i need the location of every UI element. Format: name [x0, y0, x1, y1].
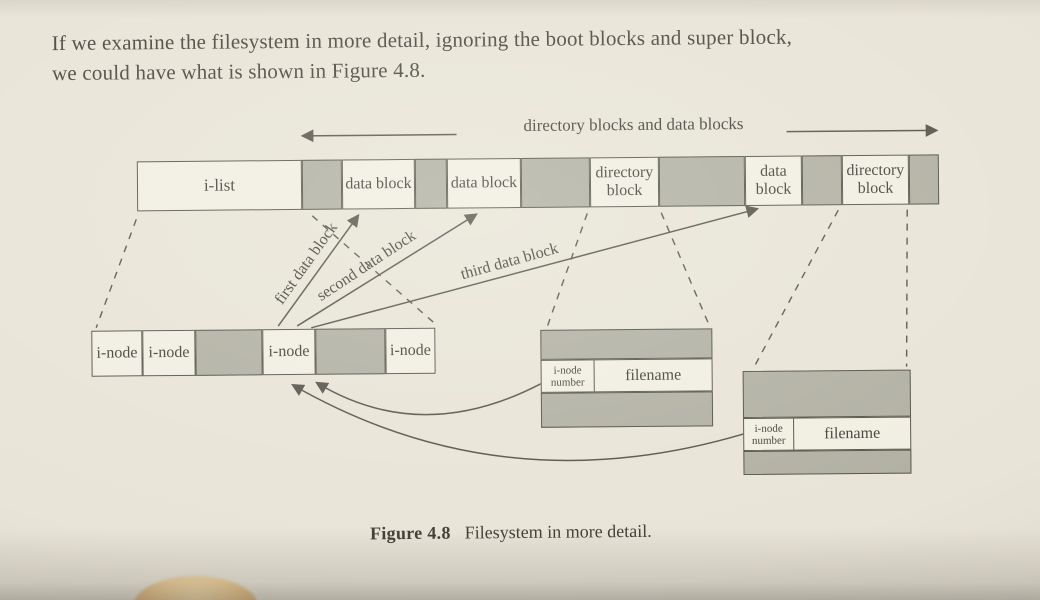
- unused-block: [414, 158, 448, 209]
- inode-number-cell: i-node number: [744, 418, 795, 451]
- figure-caption-text: Filesystem in more detail.: [464, 520, 652, 543]
- unused-inode-cell: [195, 329, 263, 376]
- data-block-2: data block: [446, 157, 522, 209]
- figure-caption-number: Figure 4.8: [369, 522, 451, 544]
- directory-block-contents-2: i-node number filename: [742, 369, 912, 476]
- directory-filler-row: [742, 369, 912, 419]
- directory-entry-row: i-node number filename: [743, 416, 912, 452]
- data-block-1: data block: [341, 158, 416, 210]
- dir-entry1-to-inode-arrow: [315, 381, 542, 416]
- inode-cell: i-node: [262, 328, 316, 376]
- inode-cell: i-node: [142, 329, 196, 377]
- axis-left-arrow: [300, 129, 457, 143]
- filename-cell: filename: [824, 424, 881, 442]
- directory-block-1: directory block: [589, 156, 660, 208]
- dirblock2-expand-left-dashed: [752, 209, 839, 369]
- inode-cell: i-node: [385, 327, 436, 375]
- inode-list-row: i-node i-node i-node i-node: [91, 327, 436, 377]
- directory-filler-row: [743, 449, 912, 476]
- inode-cell: i-node: [91, 330, 143, 377]
- unused-block: [520, 157, 591, 208]
- filename-cell: filename: [625, 366, 682, 384]
- directory-entry-row: i-node number filename: [540, 358, 713, 393]
- directory-filler-row: [540, 328, 713, 360]
- third-data-block-label: third data block: [458, 239, 561, 284]
- unused-inode-cell: [315, 328, 386, 375]
- filesystem-block-row: i-list data block data block directory b…: [136, 154, 940, 212]
- dirblock1-expand-left-dashed: [546, 213, 588, 327]
- unused-block: [908, 154, 940, 205]
- data-block-3: data block: [744, 155, 803, 207]
- figure-caption: Figure 4.8 Filesystem in more detail.: [370, 521, 652, 544]
- unused-block: [301, 159, 343, 210]
- ilist-block: i-list: [136, 159, 303, 212]
- dirblock2-expand-right-dashed: [905, 209, 908, 367]
- unused-block: [658, 156, 746, 207]
- dirblock1-expand-right-dashed: [660, 212, 710, 326]
- ilist-expand-left-dashed: [95, 219, 137, 328]
- paragraph-line-2: we could have what is shown in Figure 4.…: [51, 57, 426, 86]
- axis-label: directory blocks and data blocks: [523, 114, 744, 135]
- inode-number-cell: i-node number: [541, 360, 595, 392]
- axis-right-arrow: [786, 124, 939, 137]
- paragraph: If we examine the filesystem in more det…: [52, 22, 793, 88]
- directory-block-2: directory block: [841, 154, 910, 206]
- directory-filler-row: [540, 391, 714, 428]
- unused-block: [801, 155, 843, 206]
- directory-block-contents-1: i-node number filename: [540, 328, 714, 428]
